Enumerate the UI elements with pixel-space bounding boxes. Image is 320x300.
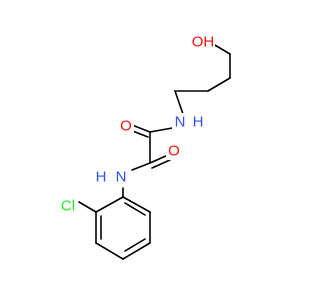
o-right-label-bg [166,142,182,160]
bond-c2-c3 [207,77,231,92]
bond-layer [78,40,231,260]
carbonyl-o-right-label: O [168,143,180,160]
carbonyl-o-left-label: O [120,118,132,135]
amide-n-bottom-label: N [116,169,127,186]
ring-bond-1 [122,196,151,213]
ring-inner-1 [124,202,146,216]
bond-ca-o-1 [131,124,151,133]
bond-cb-n [131,162,151,171]
bond-cb-o-1 [149,154,169,164]
ring-bond-4 [95,242,124,260]
ring-inner-2 [124,238,146,252]
o-left-label-bg [118,117,134,135]
amide-n-top-label: N [175,114,186,131]
cl-label-bg [58,197,78,215]
h-top-label-bg [191,113,205,131]
ring-bond-3 [122,242,151,260]
atom-label-layer: OH N H O O H N Cl [58,33,215,215]
oh-label-bg [191,33,215,51]
bond-c4-n [174,90,184,115]
n-bottom-label-bg [113,168,129,186]
ring-bond-6 [95,196,124,213]
chlorine-label: Cl [61,198,75,215]
amide-h-top-label: H [193,114,204,131]
molecule-structure: OH N H O O H N Cl [58,33,231,260]
bond-ring-cl [78,201,97,213]
n-top-label-bg [172,113,188,131]
bond-cb-o-2 [151,159,171,169]
hydroxyl-label: OH [192,34,215,51]
h-bottom-label-bg [94,168,108,186]
amide-h-bottom-label: H [96,169,107,186]
